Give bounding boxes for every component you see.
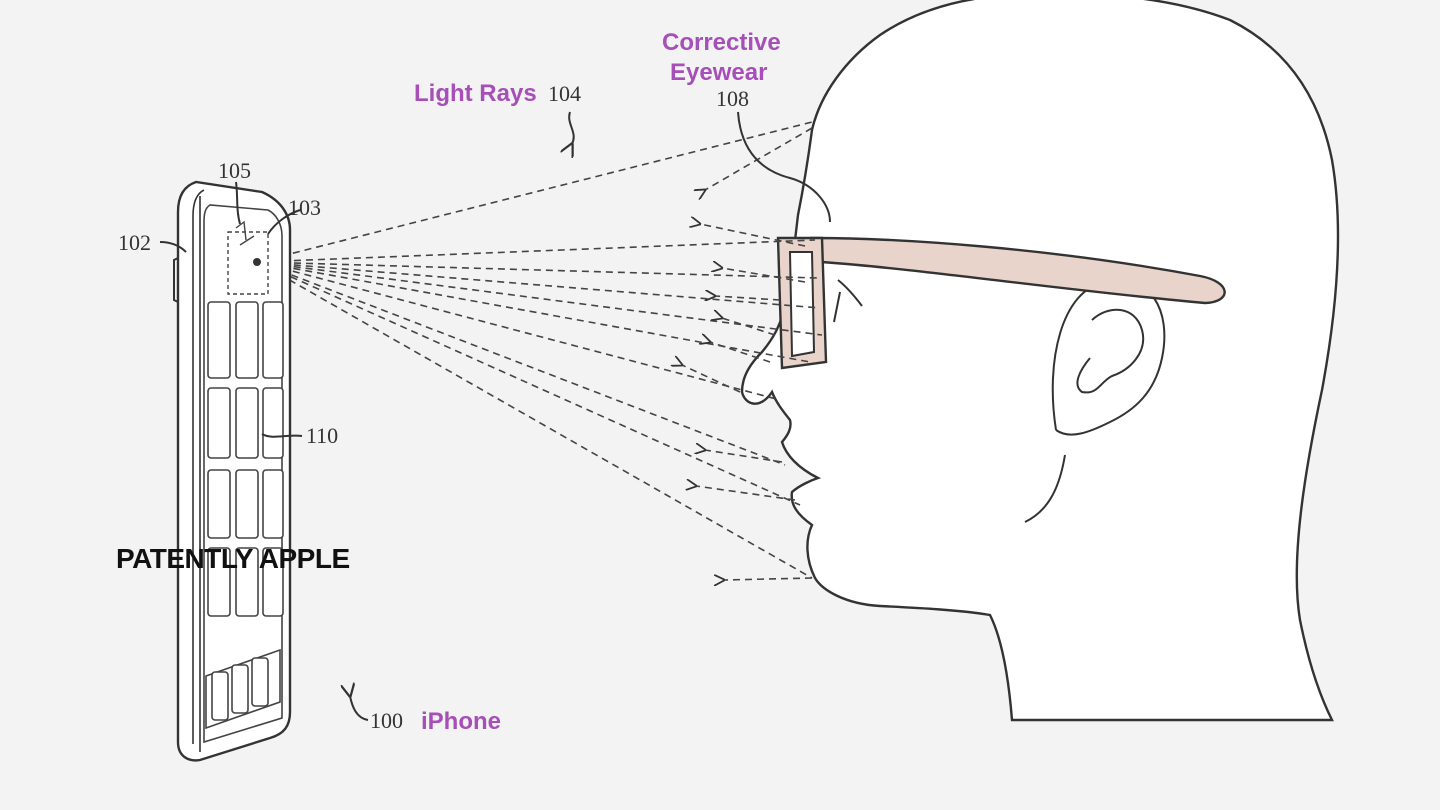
- app-icon-tile: [207, 469, 231, 539]
- app-icon-tile: [262, 469, 284, 539]
- app-icon-tile: [207, 547, 231, 617]
- light-rays: [257, 121, 823, 580]
- iphone-label: iPhone: [421, 708, 501, 735]
- ref-102: 102: [118, 230, 151, 255]
- dock-icon: [211, 671, 229, 721]
- light-ray-outgoing: [257, 261, 801, 506]
- app-icon-tile: [262, 547, 284, 617]
- light-ray-outgoing: [257, 239, 816, 263]
- light-ray-reflected: [700, 224, 806, 247]
- light-rays-label: Light Rays: [414, 80, 537, 107]
- iphone-body: [176, 180, 292, 762]
- light-ray-reflected: [682, 365, 741, 393]
- dock-icon: [231, 664, 249, 714]
- ref-110: 110: [306, 423, 338, 448]
- app-icon-tile: [262, 387, 284, 459]
- leader-lines: [159, 111, 831, 721]
- app-icon-tile: [235, 547, 259, 617]
- corrective-eyewear-label-line1: Corrective: [662, 29, 781, 56]
- head-profile: [740, 0, 1340, 722]
- iphone-device: [173, 180, 292, 762]
- watermark: PATENTLY APPLE: [116, 543, 350, 574]
- app-icon-grid: [205, 301, 284, 730]
- ref-105: 105: [218, 158, 251, 183]
- light-ray-outgoing: [257, 261, 811, 363]
- light-ray-reflected: [705, 450, 783, 463]
- light-ray-outgoing: [257, 121, 813, 263]
- light-ray-outgoing: [257, 261, 823, 336]
- light-ray-reflected: [715, 296, 781, 300]
- light-ray-outgoing: [257, 261, 813, 579]
- app-icon-tile: [207, 387, 231, 459]
- light-ray-outgoing: [257, 261, 781, 401]
- app-icon-tile: [235, 387, 259, 459]
- app-icon-tile: [235, 301, 259, 379]
- app-icon-tile: [235, 469, 259, 539]
- ref-108: 108: [716, 86, 749, 111]
- light-ray-reflected: [696, 486, 796, 501]
- ref-100: 100: [370, 708, 403, 733]
- sensor-window: [227, 231, 269, 295]
- app-icon-tile: [207, 301, 231, 379]
- light-ray-outgoing: [257, 261, 786, 466]
- light-ray-reflected: [724, 578, 813, 580]
- dock-icon: [251, 657, 269, 707]
- app-icon-tile: [262, 301, 284, 379]
- light-ray-outgoing: [257, 261, 821, 309]
- light-ray-reflected: [710, 342, 771, 363]
- ref-103: 103: [288, 195, 321, 220]
- light-ray-reflected: [722, 268, 806, 283]
- corrective-eyewear-label-line2: Eyewear: [670, 59, 767, 86]
- light-emitter: [253, 258, 261, 266]
- ref-104: 104: [548, 81, 581, 106]
- light-ray-outgoing: [257, 261, 819, 279]
- light-ray-reflected: [722, 318, 776, 336]
- corrective-eyewear: [776, 236, 1226, 370]
- eyewear-temple-arm: [810, 236, 1226, 305]
- light-ray-reflected: [705, 127, 813, 190]
